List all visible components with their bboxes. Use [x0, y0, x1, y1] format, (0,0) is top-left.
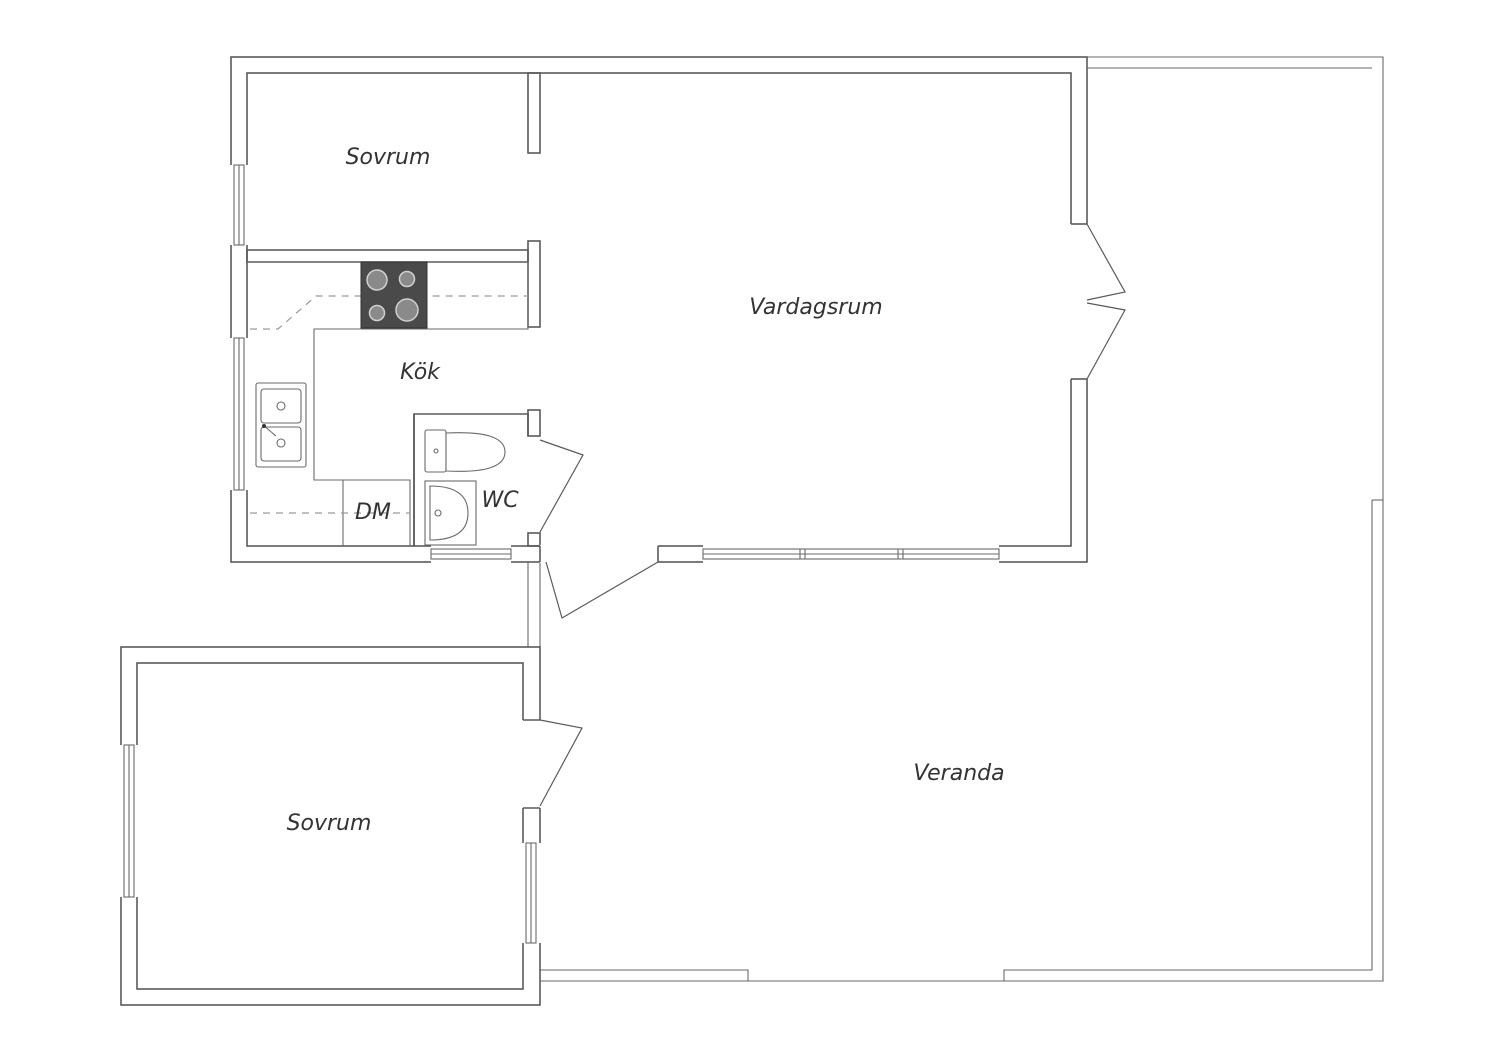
kitchen-sink: [255, 382, 307, 468]
upper-bedroom-window: [230, 164, 248, 246]
wc-window: [430, 545, 512, 563]
room-label-wc: WC: [481, 488, 519, 513]
burner: [398, 270, 416, 288]
door-leaf: [1086, 223, 1126, 301]
living-room-window: [702, 545, 1000, 563]
double-door: [1070, 223, 1126, 380]
stove: [360, 261, 428, 329]
door-leaf: [545, 561, 659, 619]
room-labels: Sovrum Vardagsrum Kök WC DM Sovrum Veran…: [287, 145, 1005, 836]
burner: [366, 269, 388, 291]
door-leaf: [539, 439, 584, 533]
door-leaf: [539, 719, 583, 807]
kitchen-window: [230, 337, 248, 491]
room-label-sovrum-lower: Sovrum: [287, 811, 372, 836]
wc-sink: [424, 480, 477, 546]
burner: [395, 298, 419, 322]
room-label-kok: Kök: [400, 360, 441, 385]
veranda-outline: [527, 56, 1384, 982]
room-label-veranda: Veranda: [913, 761, 1004, 786]
room-label-vardagsrum: Vardagsrum: [749, 295, 882, 320]
burner: [368, 304, 386, 322]
room-label-sovrum-upper: Sovrum: [346, 145, 431, 170]
lower-bedroom-walls: [120, 646, 583, 1006]
toilet: [424, 429, 506, 473]
room-label-dm: DM: [355, 500, 391, 525]
door-leaf: [1086, 302, 1126, 380]
main-house-walls: [230, 56, 1088, 563]
front-door: [539, 545, 659, 619]
